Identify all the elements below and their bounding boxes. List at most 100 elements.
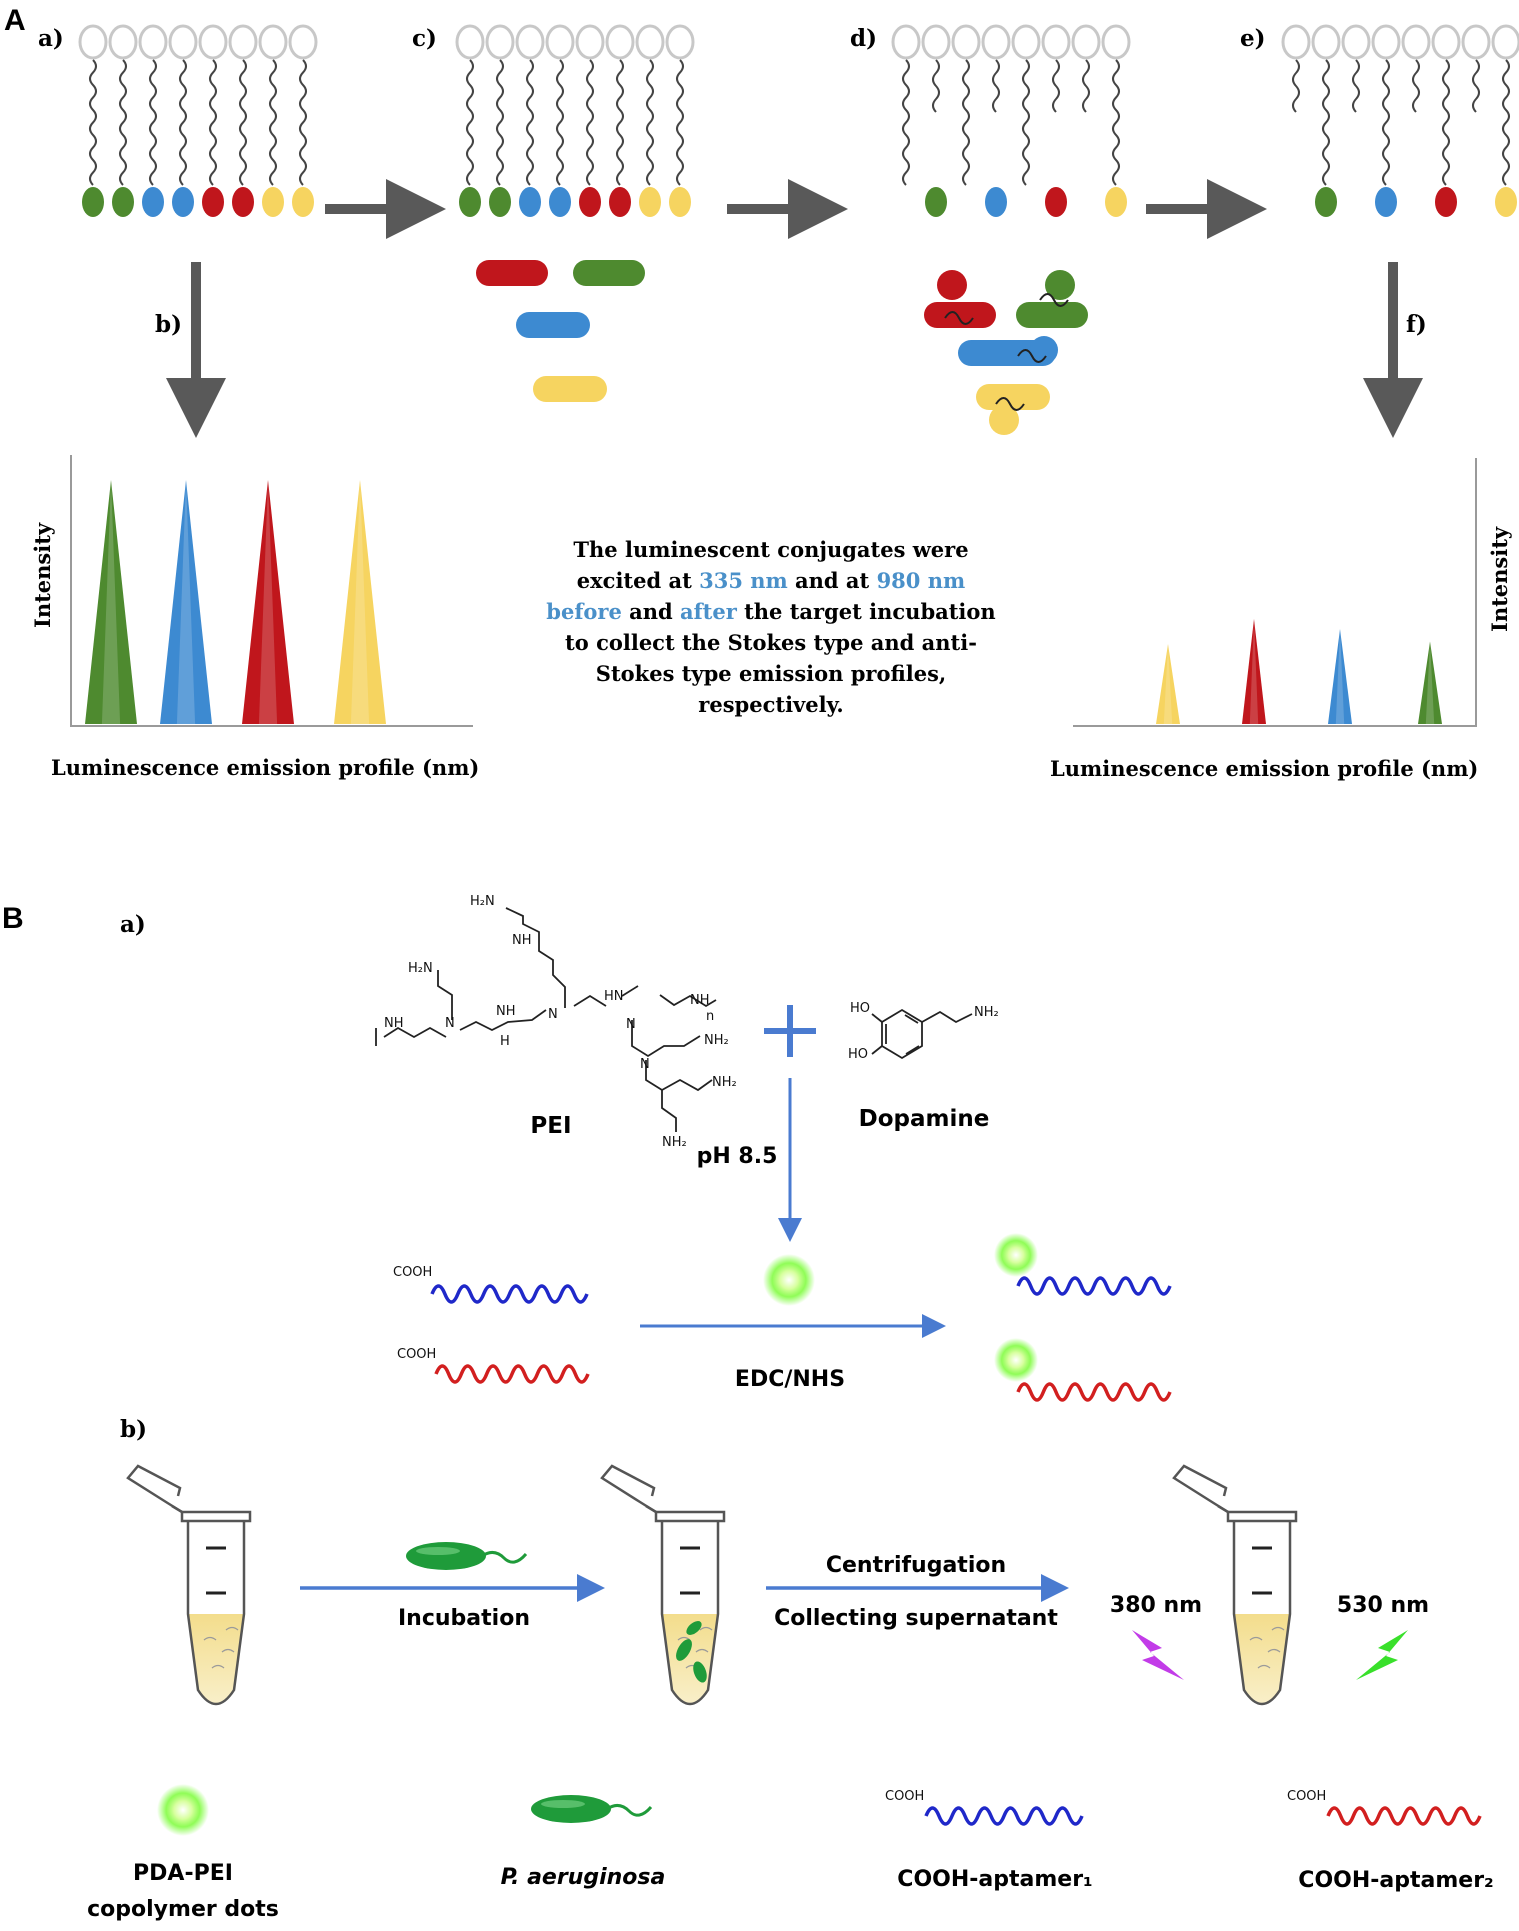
lipid-head (545, 24, 575, 60)
nanoparticle (639, 187, 661, 217)
lipid-tail-short (1412, 59, 1420, 113)
peaks-after (1156, 619, 1442, 724)
bacterium-body (406, 1542, 486, 1570)
svg-text:NH₂: NH₂ (974, 1005, 999, 1020)
lipid-tail-short (1052, 59, 1060, 113)
lipid-tail (676, 59, 684, 186)
bound-strand (1017, 349, 1047, 363)
emission-peak-yellow (334, 480, 386, 724)
peak-shape (1328, 629, 1352, 724)
legend-dots-line2: copolymer dots (87, 1897, 279, 1922)
nanoparticle (579, 187, 601, 217)
tube-particle (203, 1636, 217, 1641)
legend-dots-line1: PDA-PEI (133, 1861, 233, 1886)
lipid-head (665, 24, 695, 60)
tube-hinge (171, 1504, 183, 1514)
lipid-head (78, 24, 108, 60)
lipid-tail (646, 59, 654, 186)
tubes (126, 1464, 1298, 1706)
target-aptamers-c (476, 260, 645, 402)
emission-plot-before (70, 455, 473, 727)
lipid-tail (239, 59, 247, 186)
svg-text:NH: NH (384, 1016, 404, 1031)
step-f-label: f) (1406, 311, 1427, 338)
caption-line-3: before and after the target incubation (546, 599, 995, 624)
complex-yellow-dot (989, 405, 1019, 435)
lipid-head (168, 24, 198, 60)
lipid-head (1371, 24, 1401, 60)
lipid-head (1461, 24, 1491, 60)
lightning-380-icon (1132, 1630, 1184, 1680)
nanoparticle (142, 187, 164, 217)
lipid-tail-short (1292, 59, 1300, 113)
tube-rim (1226, 1510, 1298, 1523)
lipid-head (198, 24, 228, 60)
lipid-head (288, 24, 318, 60)
emission-peak-blue (160, 480, 212, 724)
tube-bacterium (686, 1621, 702, 1635)
nanoparticle (1105, 187, 1127, 217)
lipid-head (1101, 24, 1131, 60)
tube-particle (225, 1626, 239, 1631)
lipid-layers (78, 24, 1519, 217)
svg-text:HO: HO (848, 1047, 868, 1062)
nanoparticle (519, 187, 541, 217)
caption-line-1: The luminescent conjugates were (573, 537, 968, 562)
edc-nhs-label: EDC/NHS (735, 1367, 845, 1392)
pei-label: PEI (530, 1113, 571, 1139)
svg-text:N: N (626, 1017, 636, 1032)
peak-shape (85, 480, 137, 724)
emission-peak-yellow (1156, 644, 1180, 724)
lipid-tail (466, 59, 474, 186)
tube-bacterium (676, 1639, 692, 1661)
bacterium-flagellum (481, 1551, 528, 1564)
lipid-head (605, 24, 635, 60)
step-d-label: d) (850, 25, 877, 52)
y-axis-label-right: Intensity (1487, 526, 1512, 632)
bacterium-highlight (541, 1800, 585, 1808)
legend-aptamer1-label: COOH-aptamer₁ (897, 1867, 1092, 1892)
lipid-head (1401, 24, 1431, 60)
complex-green-dot (1045, 270, 1075, 300)
step-e-label: e) (1240, 25, 1266, 52)
incubation-bacterium (406, 1542, 528, 1570)
peak-shape (242, 480, 294, 724)
nanoparticle (1435, 187, 1457, 217)
nanoparticle (172, 187, 194, 217)
peak-shape (1418, 641, 1442, 724)
lipid-tail (89, 59, 97, 186)
lipid-head (1041, 24, 1071, 60)
tube-lid (1172, 1464, 1229, 1514)
conjugate1-wave (1016, 1276, 1172, 1296)
bacterium-body (531, 1795, 611, 1823)
nanoparticle (112, 187, 134, 217)
tube-particle (221, 1648, 235, 1653)
svg-text:H₂N: H₂N (470, 894, 495, 909)
legend-cooh-1: COOH (885, 1789, 924, 1804)
lipid-tail (119, 59, 127, 186)
lipid-head (1491, 24, 1519, 60)
svg-text:NH₂: NH₂ (712, 1075, 737, 1090)
step-b-label: b) (155, 311, 182, 338)
aptamer2-wave (434, 1364, 590, 1384)
peak-highlight (101, 480, 121, 724)
lipid-head (138, 24, 168, 60)
lipid-tail (1112, 59, 1120, 186)
bound-strand (1039, 293, 1069, 307)
lipid-tail (1382, 59, 1390, 186)
dopamine-label: Dopamine (859, 1106, 990, 1132)
nanoparticle (262, 187, 284, 217)
legend-bacterium-label: P. aeruginosa (501, 1865, 666, 1890)
svg-text:NH₂: NH₂ (704, 1033, 729, 1048)
conjugate-dot-1 (994, 1233, 1038, 1277)
wavelength-530-label: 530 nm (1337, 1593, 1429, 1618)
complex-red-bar (924, 302, 996, 328)
svg-text:HN: HN (604, 989, 624, 1004)
lipid-head (1311, 24, 1341, 60)
lipid-head (1011, 24, 1041, 60)
pei-atom-labels: NH N H₂N H NH H₂N NH N HN N NH n NH₂ N N… (384, 894, 737, 1150)
emission-plot-after (1073, 458, 1477, 727)
lipid-head (575, 24, 605, 60)
legend-dot-icon (157, 1784, 209, 1836)
cooh-label-1: COOH (393, 1265, 432, 1280)
